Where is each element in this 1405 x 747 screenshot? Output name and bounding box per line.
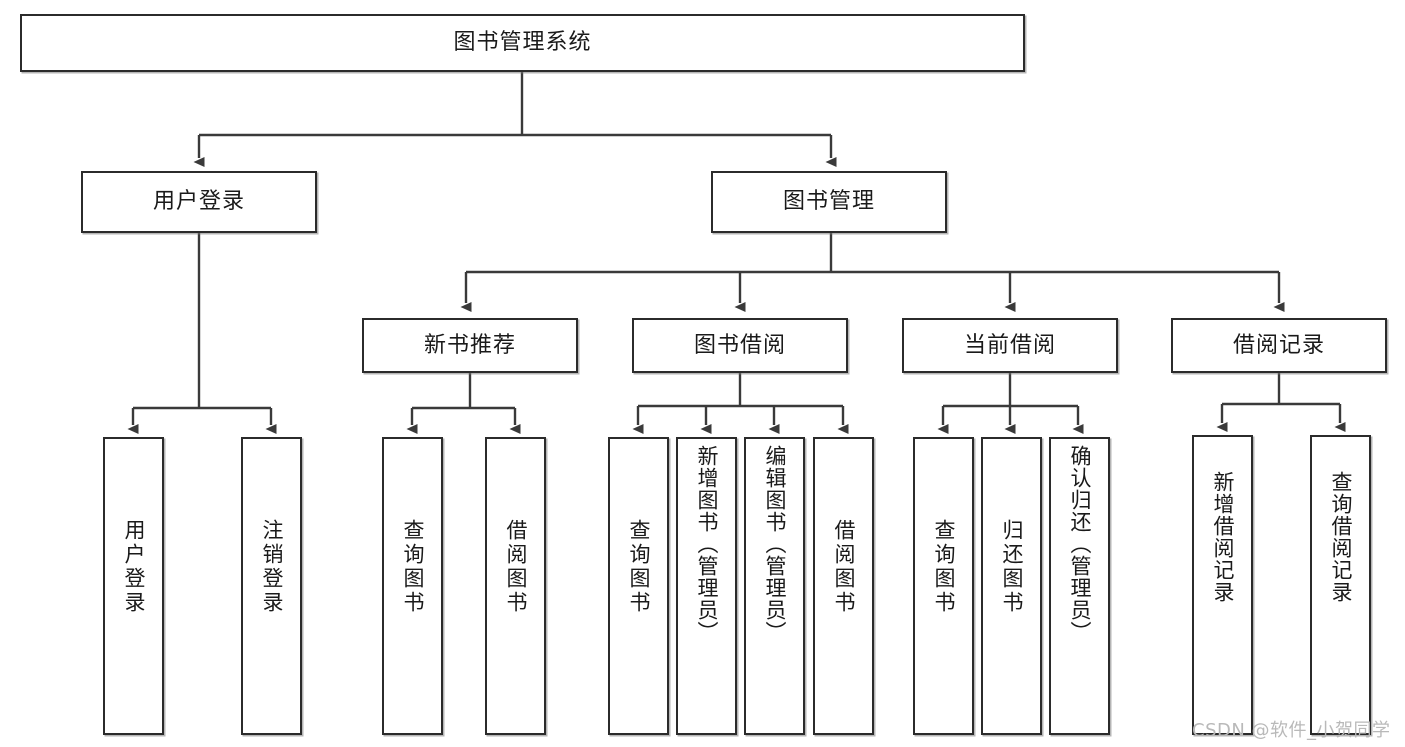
node-current-borrow-label: 当前借阅 — [963, 332, 1056, 358]
node-current-borrow[interactable]: 当前借阅 — [902, 318, 1118, 373]
leaf-query-book-2[interactable]: 查询图书 — [608, 437, 669, 735]
node-book-manage-label: 图书管理 — [782, 189, 875, 215]
leaf-return-book-label: 归还图书 — [1000, 519, 1024, 615]
node-new-book-recommend[interactable]: 新书推荐 — [362, 318, 578, 373]
leaf-edit-book-label: 编辑图书（管理员） — [763, 445, 787, 643]
node-root[interactable]: 图书管理系统 — [20, 14, 1025, 72]
leaf-borrow-book-1-label: 借阅图书 — [504, 519, 528, 615]
node-user-login[interactable]: 用户登录 — [81, 171, 317, 233]
node-borrow-record[interactable]: 借阅记录 — [1171, 318, 1387, 373]
leaf-query-book-2-label: 查询图书 — [627, 519, 651, 615]
node-book-manage[interactable]: 图书管理 — [711, 171, 947, 233]
leaf-query-book-1[interactable]: 查询图书 — [382, 437, 443, 735]
leaf-confirm-return-label: 确认归还（管理员） — [1068, 445, 1092, 643]
leaf-add-book-label: 新增图书（管理员） — [695, 445, 719, 643]
node-root-label: 图书管理系统 — [453, 30, 592, 56]
leaf-user-login-label: 用户登录 — [122, 519, 146, 615]
node-book-borrow-label: 图书借阅 — [693, 332, 786, 358]
leaf-user-login[interactable]: 用户登录 — [103, 437, 164, 735]
leaf-return-book[interactable]: 归还图书 — [981, 437, 1042, 735]
csdn-watermark: CSDN @软件_小贺同学 — [1192, 720, 1391, 741]
leaf-query-book-1-label: 查询图书 — [401, 519, 425, 615]
leaf-add-record[interactable]: 新增借阅记录 — [1192, 435, 1253, 735]
leaf-borrow-book-1[interactable]: 借阅图书 — [485, 437, 546, 735]
leaf-borrow-book-2-label: 借阅图书 — [832, 519, 856, 615]
leaf-query-record-label: 查询借阅记录 — [1329, 471, 1353, 603]
leaf-query-book-3-label: 查询图书 — [932, 519, 956, 615]
leaf-borrow-book-2[interactable]: 借阅图书 — [813, 437, 874, 735]
leaf-add-record-label: 新增借阅记录 — [1211, 471, 1235, 603]
leaf-logout-login[interactable]: 注销登录 — [241, 437, 302, 735]
leaf-query-record[interactable]: 查询借阅记录 — [1310, 435, 1371, 735]
node-new-book-recommend-label: 新书推荐 — [423, 332, 516, 358]
leaf-add-book[interactable]: 新增图书（管理员） — [676, 437, 737, 735]
leaf-query-book-3[interactable]: 查询图书 — [913, 437, 974, 735]
leaf-edit-book[interactable]: 编辑图书（管理员） — [744, 437, 805, 735]
node-borrow-record-label: 借阅记录 — [1232, 332, 1325, 358]
node-book-borrow[interactable]: 图书借阅 — [632, 318, 848, 373]
leaf-confirm-return[interactable]: 确认归还（管理员） — [1049, 437, 1110, 735]
node-user-login-label: 用户登录 — [152, 189, 245, 215]
leaf-logout-login-label: 注销登录 — [260, 519, 284, 615]
